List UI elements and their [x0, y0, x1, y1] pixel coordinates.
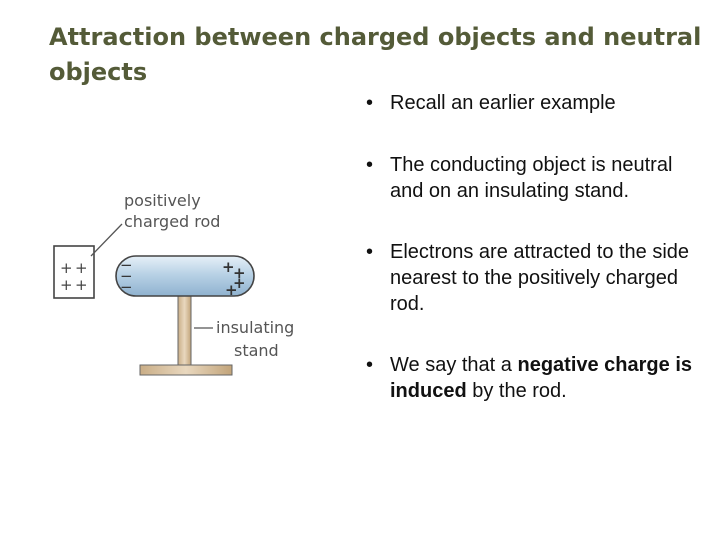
induction-diagram: + + + + positively charged rod − − − + +…	[53, 191, 294, 376]
bold-phrase: negative charge is induced	[390, 354, 693, 402]
stand-post	[177, 291, 192, 367]
rod-sign-3: +	[60, 276, 73, 294]
rod-label-line2: charged rod	[124, 212, 220, 231]
charged-rod	[53, 245, 95, 299]
rod-sign-1: +	[60, 259, 73, 277]
pos-sign-4: +	[225, 281, 238, 299]
rod-leader-line	[90, 223, 123, 257]
bullet-conducting-object: The conducting object is neutral and on …	[362, 152, 692, 204]
bullet-electrons: Electrons are attracted to the side near…	[362, 239, 692, 317]
neg-sign-1: −	[120, 256, 133, 274]
rod-label-line1: positively	[124, 191, 201, 210]
pos-sign-3: +	[233, 274, 246, 292]
bullet-induced-charge: We say that a negative charge is induced…	[362, 352, 692, 404]
rod-sign-2: +	[75, 259, 88, 277]
neg-sign-2: −	[120, 267, 133, 285]
slide-title: Attraction between charged objects and n…	[49, 23, 702, 86]
rod-sign-4: +	[75, 276, 88, 294]
bullet-list: Recall an earlier example The conducting…	[362, 90, 692, 404]
pos-sign-2: +	[233, 264, 246, 282]
conducting-object	[115, 255, 255, 297]
stand-label-line2: stand	[234, 341, 279, 360]
pos-sign-1: +	[222, 258, 235, 276]
neg-sign-3: −	[120, 278, 133, 296]
stand-base	[139, 364, 233, 376]
bullet-recall: Recall an earlier example	[362, 90, 692, 116]
stand-label-line1: insulating	[216, 318, 294, 337]
